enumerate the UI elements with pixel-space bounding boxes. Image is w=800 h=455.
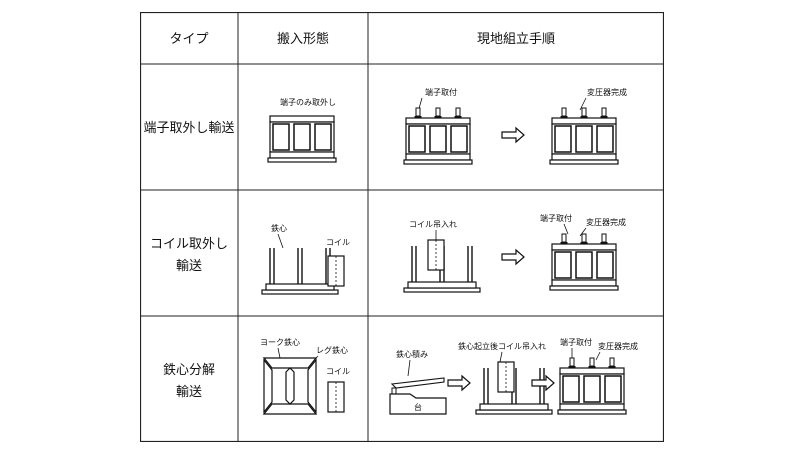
header-form: 搬入形態 <box>277 31 329 47</box>
table-svg: タイプ 搬入形態 現地組立手順 端子取外し輸送 端子のみ取外し 端子取付 変圧器… <box>139 11 665 443</box>
row2-form-diagram: 鉄心 コイル <box>261 223 350 295</box>
label-terminal-attach-2: 端子取付 <box>540 213 572 223</box>
label-stand: 台 <box>414 402 422 412</box>
row3-steps-diagram: 鉄心積み 台 鉄心起立後コイル吊入れ 端子取付 変圧器完成 <box>389 337 638 415</box>
label-complete-1: 変圧器完成 <box>587 87 627 97</box>
label-coil-hoist: コイル吊入れ <box>409 220 457 229</box>
header-type: タイプ <box>169 32 208 47</box>
row3-form-diagram: ヨーク鉄心 レグ鉄心 コイル <box>260 337 350 415</box>
arrow-icon <box>501 249 525 265</box>
label-raise-coil: 鉄心起立後コイル吊入れ <box>458 341 546 351</box>
label-complete-3: 変圧器完成 <box>598 341 638 351</box>
label-terminal-attach-1: 端子取付 <box>425 87 457 97</box>
row1-form-diagram: 端子のみ取外し <box>267 97 337 163</box>
label-yoke-core: ヨーク鉄心 <box>260 337 300 347</box>
label-coil-2: コイル <box>326 238 350 247</box>
arrow-icon <box>501 127 525 143</box>
arrow-icon <box>531 375 555 391</box>
row2-steps-diagram: コイル吊入れ 端子取付 変圧器完成 <box>403 213 626 293</box>
row3-type-line1: 鉄心分解 <box>163 363 215 378</box>
label-terminal-removed: 端子のみ取外し <box>280 97 336 107</box>
header-steps: 現地組立手順 <box>477 32 555 47</box>
assembly-table: タイプ 搬入形態 現地組立手順 端子取外し輸送 端子のみ取外し 端子取付 変圧器… <box>139 11 665 443</box>
table-border <box>139 11 665 443</box>
row2-type-line1: コイル取外し <box>150 237 228 252</box>
row2-type-line2: 輸送 <box>176 259 202 274</box>
row3-type-line2: 輸送 <box>176 385 202 400</box>
arrow-icon <box>447 375 471 391</box>
label-complete-2: 変圧器完成 <box>586 217 626 227</box>
label-core-stack: 鉄心積み <box>396 349 428 359</box>
label-coil-3: コイル <box>326 367 350 376</box>
row1-type: 端子取外し輸送 <box>143 121 234 136</box>
label-leg-core: レグ鉄心 <box>316 345 348 355</box>
row1-steps-diagram: 端子取付 変圧器完成 <box>403 87 627 165</box>
label-core-2: 鉄心 <box>271 223 287 233</box>
label-terminal-attach-3: 端子取付 <box>560 337 592 347</box>
